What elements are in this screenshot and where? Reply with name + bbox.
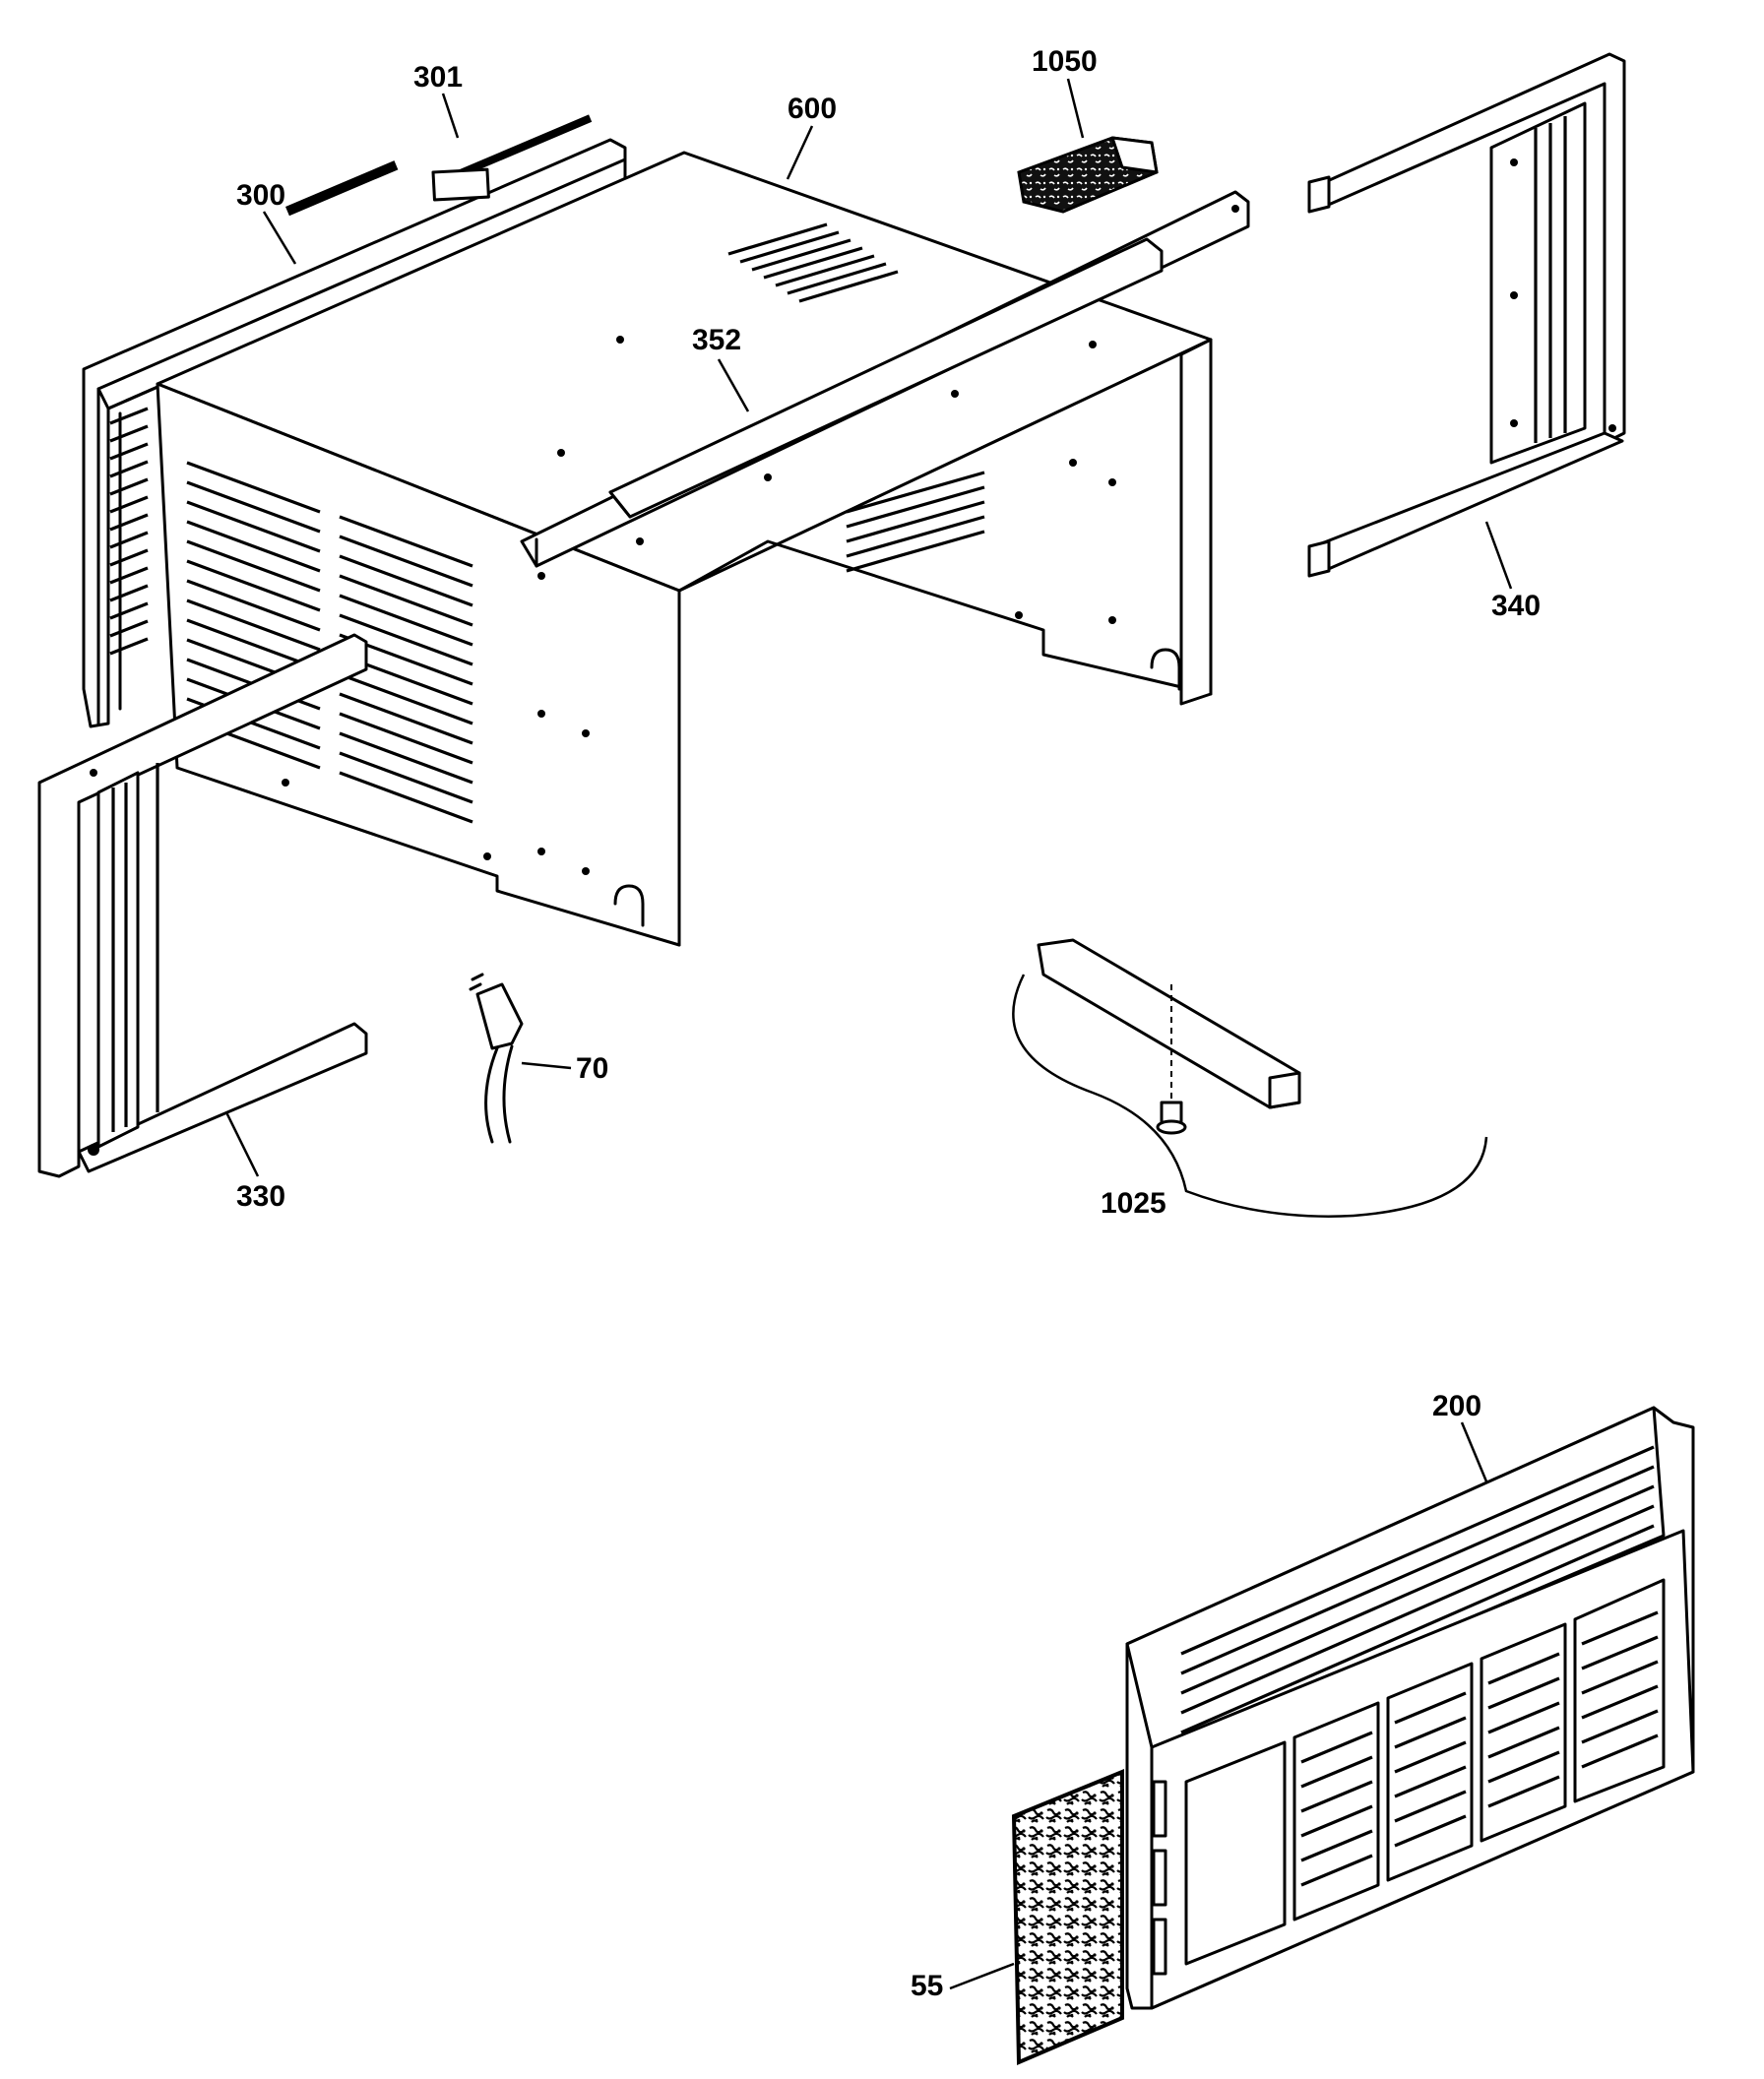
- label-340: 340: [1491, 590, 1541, 622]
- part-600-screw-holes: [282, 336, 1116, 875]
- part-340-louvers: [1534, 116, 1567, 443]
- label-330: 330: [236, 1180, 285, 1213]
- part-1050-foam-seal: [1017, 136, 1159, 214]
- part-330-side-frame: [37, 633, 368, 1178]
- label-600: 600: [788, 93, 837, 125]
- part-200-panel-louvers: [1300, 1610, 1659, 1887]
- part-330-louvers: [111, 763, 159, 1132]
- part-70-power-cord: [469, 973, 524, 1144]
- label-300: 300: [236, 179, 285, 212]
- part-200-top-louvers: [1180, 1445, 1655, 1734]
- part-301-label-plate: [431, 167, 490, 202]
- part-600-back-louvers: [846, 471, 985, 573]
- label-301: 301: [413, 61, 463, 94]
- label-55: 55: [911, 1970, 943, 2002]
- part-55-filter: [1011, 1769, 1124, 2066]
- label-1025: 1025: [1101, 1187, 1166, 1220]
- part-300-louvers: [109, 407, 149, 656]
- part-300-side-frame: [82, 114, 627, 728]
- part-340-side-frame: [1307, 52, 1626, 578]
- label-352: 352: [692, 324, 741, 356]
- label-1050: 1050: [1032, 45, 1098, 78]
- part-352-rail: [520, 190, 1250, 568]
- label-200: 200: [1432, 1390, 1481, 1422]
- part-200-front-grille: [1125, 1406, 1695, 2010]
- part-1025-bracket-kit: [1012, 938, 1488, 1218]
- callouts: 301 300 600 1050 352 340 330 70 1025 200…: [224, 45, 1541, 2002]
- label-70: 70: [576, 1052, 608, 1085]
- part-600-cabinet: [156, 151, 1213, 947]
- part-600-top-vent: [727, 222, 899, 303]
